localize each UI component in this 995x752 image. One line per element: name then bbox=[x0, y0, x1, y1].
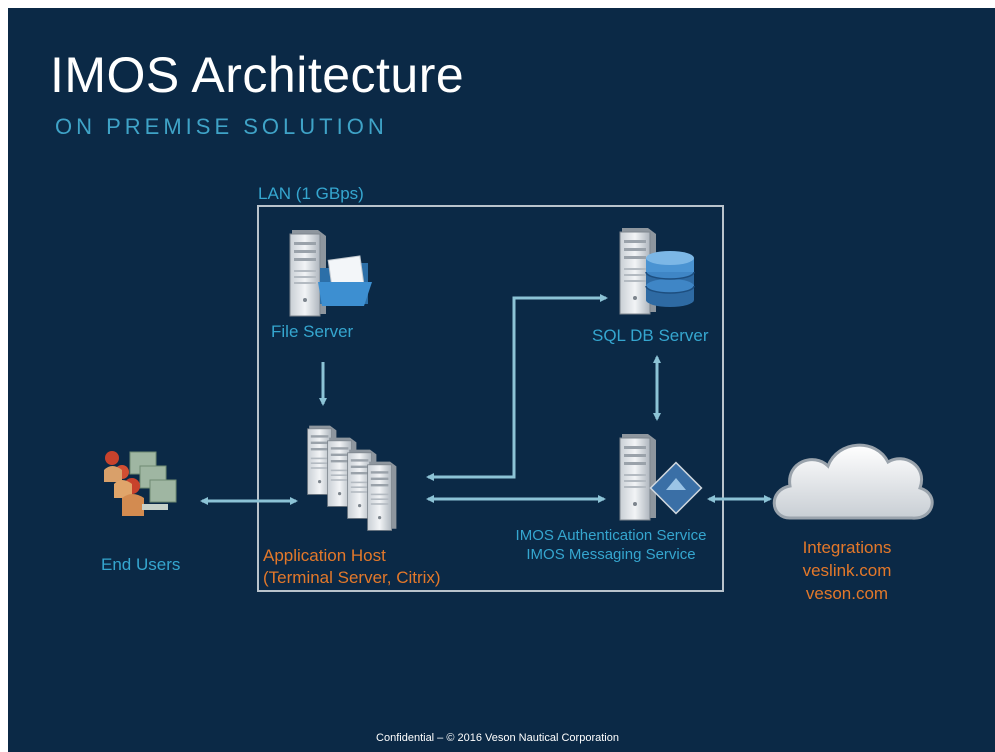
database-icon bbox=[645, 251, 695, 307]
integrations-label: Integrations bbox=[802, 538, 892, 557]
lan-label: LAN (1 GBps) bbox=[258, 184, 364, 203]
veslink-label: veslink.com bbox=[802, 561, 892, 580]
app-host-sublabel: (Terminal Server, Citrix) bbox=[263, 568, 441, 587]
cloud-icon bbox=[772, 443, 934, 520]
service-icon bbox=[619, 433, 703, 521]
server-stack-icon bbox=[307, 425, 397, 531]
slide-subtitle: ON PREMISE SOLUTION bbox=[55, 114, 388, 139]
app-host-label: Application Host bbox=[263, 546, 386, 565]
slide-title: IMOS Architecture bbox=[50, 47, 465, 103]
veson-label: veson.com bbox=[805, 584, 889, 603]
footer-copyright: Confidential – © 2016 Veson Nautical Cor… bbox=[376, 732, 619, 744]
lan-boundary bbox=[257, 205, 724, 592]
users-icon bbox=[104, 451, 177, 516]
folder-icon bbox=[318, 255, 372, 306]
end-users-label: End Users bbox=[101, 555, 181, 574]
sql-db-server-label: SQL DB Server bbox=[592, 326, 709, 345]
imos-messaging-label: IMOS Messaging Service bbox=[526, 546, 696, 563]
arrow-apphost-sql bbox=[426, 294, 608, 481]
file-server-label: File Server bbox=[271, 322, 354, 341]
imos-auth-label: IMOS Authentication Service bbox=[515, 527, 707, 544]
connection-arrows bbox=[200, 294, 772, 505]
